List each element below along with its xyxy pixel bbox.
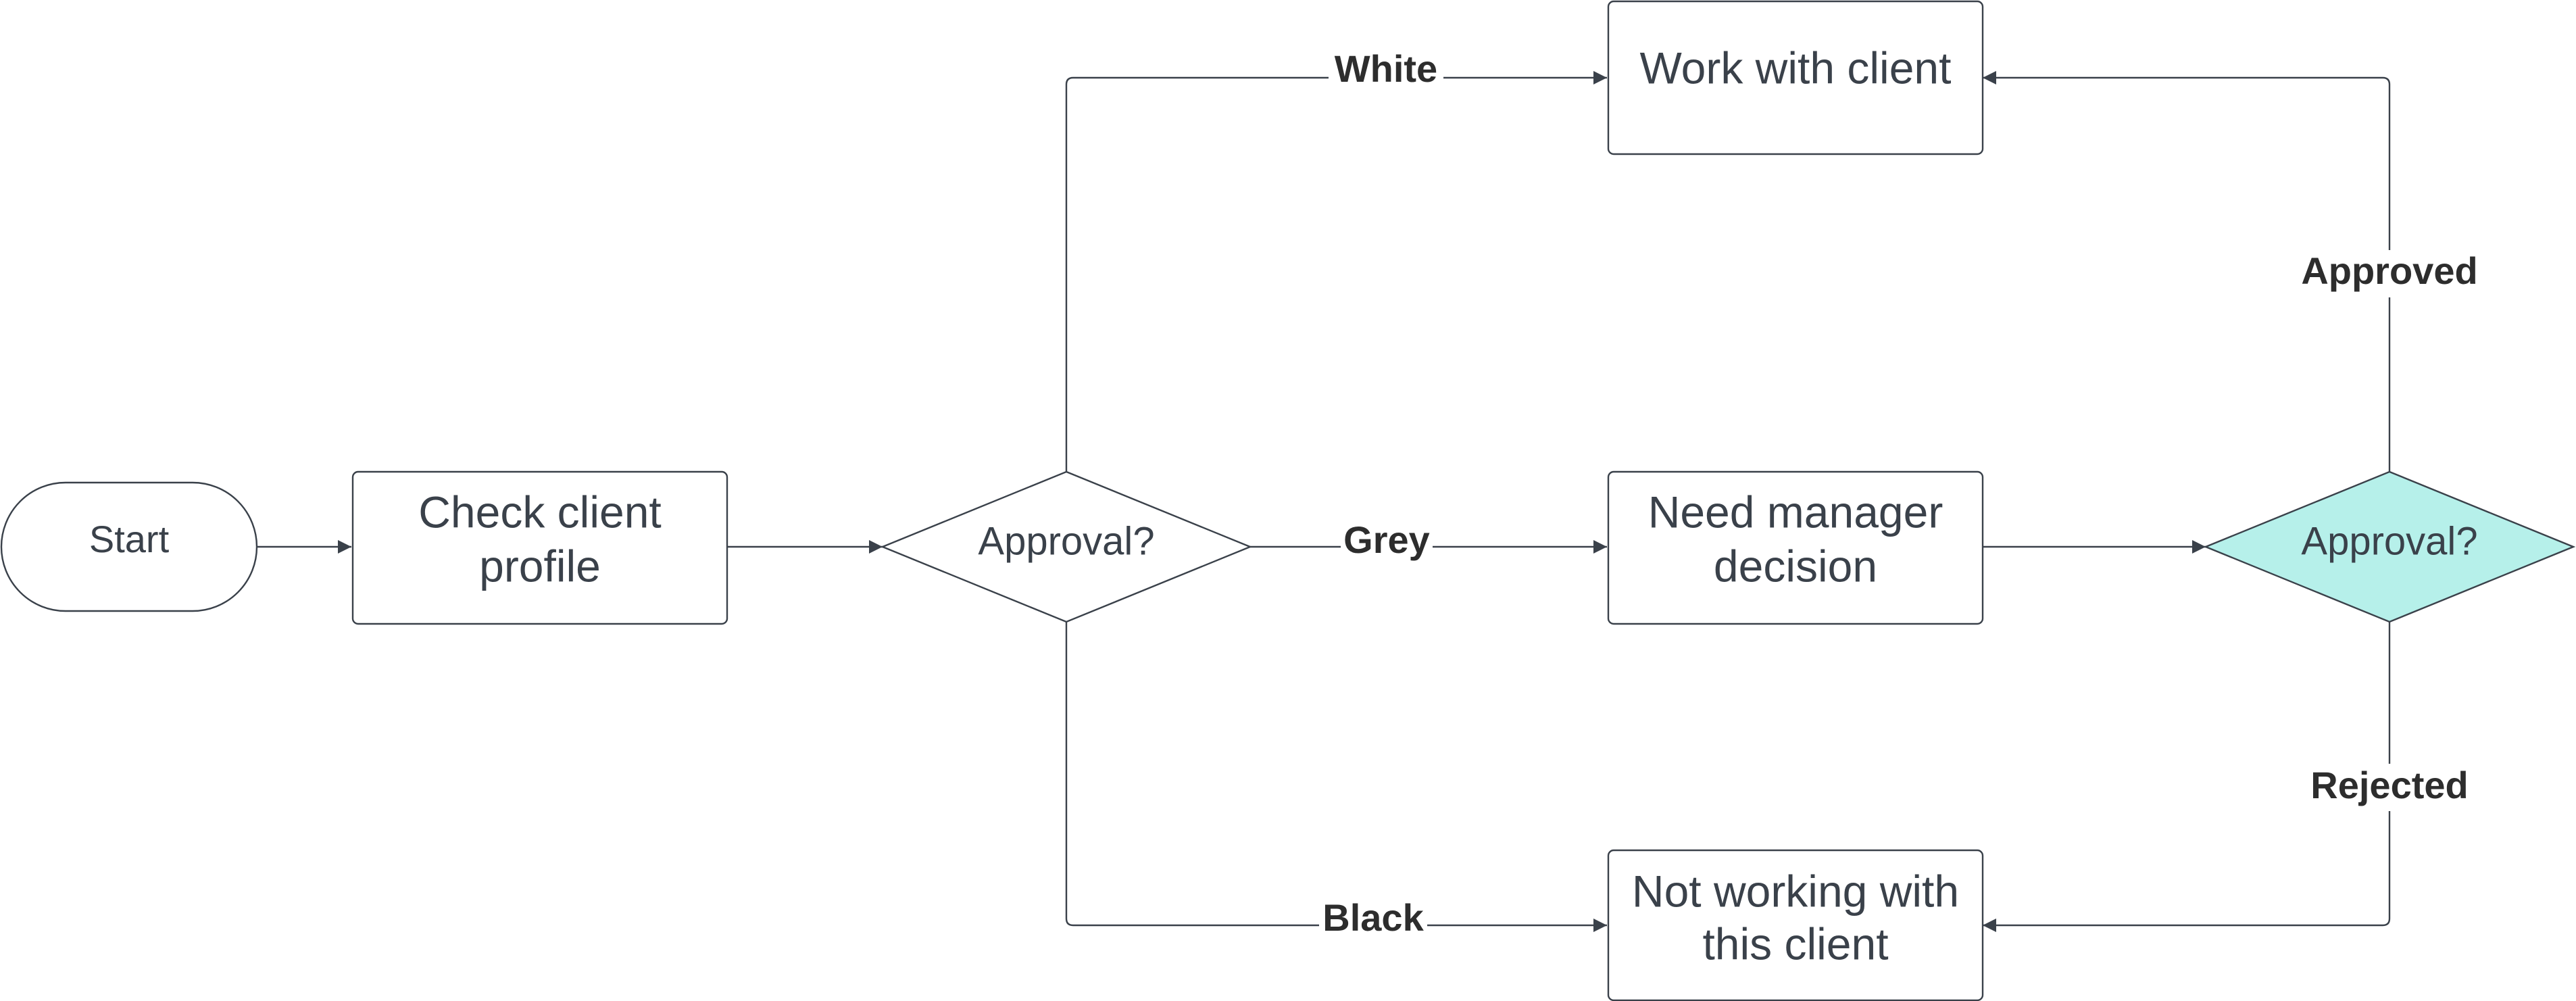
check-client-profile-line-2: profile	[479, 541, 601, 591]
edge-label-grey: Grey	[1343, 518, 1430, 561]
start-node: Start	[0, 481, 258, 612]
approval-decision-1: Approval?	[880, 470, 1253, 623]
need-manager-decision-line-1: Need manager	[1648, 487, 1943, 537]
edge-label-rejected: Rejected	[2310, 764, 2468, 806]
check-client-profile-node: Check client profile	[351, 470, 728, 625]
need-manager-decision-node: Need manager decision	[1607, 470, 1984, 625]
edge-black	[1065, 622, 1607, 932]
approval-decision-2-label: Approval?	[2301, 519, 2477, 563]
work-with-client-label: Work with client	[1640, 43, 1952, 93]
edge-white	[1065, 71, 1607, 472]
edge-rejected	[1983, 622, 2391, 932]
edge-label-white: White	[1335, 47, 1437, 90]
approval-decision-1-label: Approval?	[978, 519, 1154, 563]
check-client-profile-line-1: Check client	[418, 487, 662, 537]
need-manager-decision-line-2: decision	[1714, 541, 1877, 591]
edge-label-black: Black	[1322, 896, 1424, 939]
start-label: Start	[89, 518, 170, 560]
edge-label-approved: Approved	[2301, 249, 2477, 292]
not-working-line-2: this client	[1702, 919, 1888, 969]
work-with-client-node: Work with client	[1607, 0, 1984, 155]
edge-approved	[1983, 71, 2391, 472]
not-working-with-client-node: Not working with this client	[1607, 849, 1984, 1001]
not-working-line-1: Not working with	[1632, 866, 1959, 916]
approval-decision-2: Approval?	[2203, 470, 2576, 623]
